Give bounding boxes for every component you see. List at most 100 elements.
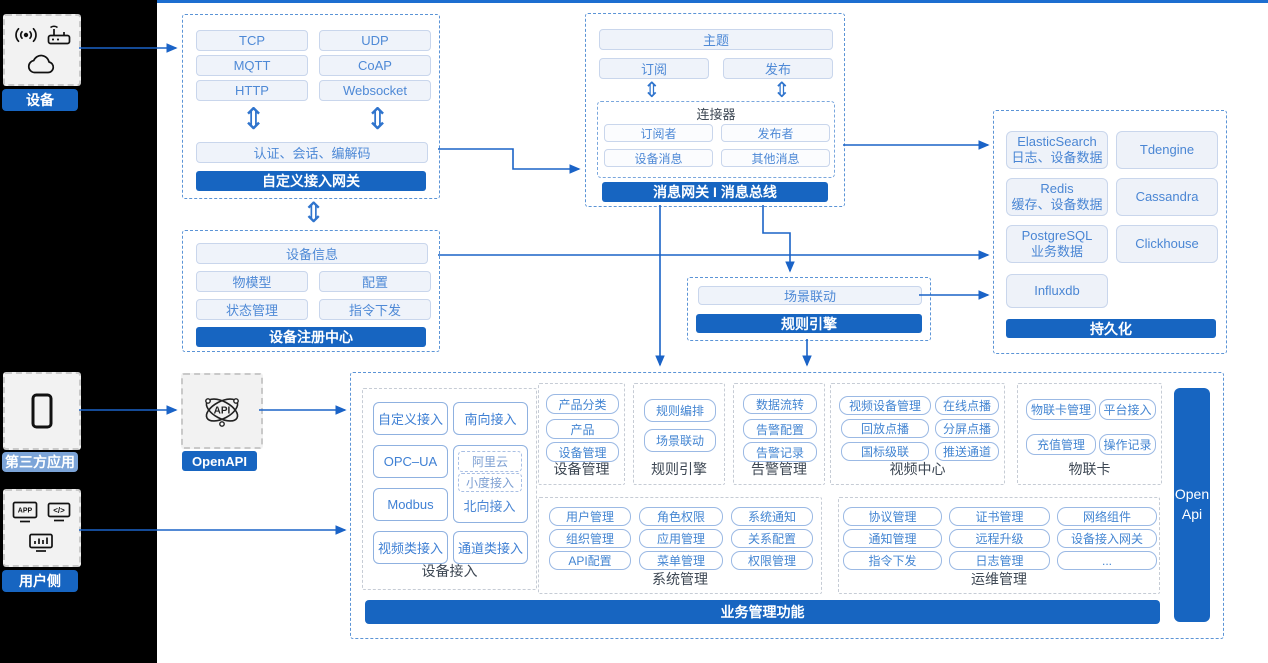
db-name: Redis	[1040, 180, 1074, 196]
db-cell: PostgreSQL 业务数据	[1006, 225, 1108, 263]
top-accent-strip	[157, 0, 1268, 3]
feature-pill: 关系配置	[731, 529, 813, 548]
access-pill: 自定义接入	[373, 402, 448, 435]
feature-pill: 规则编排	[644, 399, 716, 422]
feature-pill: 网络组件	[1057, 507, 1157, 526]
db-cell: Redis 缓存、设备数据	[1006, 178, 1108, 216]
section-label: 规则引擎	[651, 461, 707, 477]
feature-pill: ...	[1057, 551, 1157, 570]
feature-pill: 日志管理	[949, 551, 1050, 570]
feature-pill: 国标级联	[841, 442, 929, 461]
feature-pill: 分屏点播	[935, 419, 999, 438]
open-api-text: Api	[1181, 506, 1203, 522]
registry-pill: 指令下发	[319, 299, 431, 320]
section-device-access: 自定义接入 南向接入 OPC–UA 阿里云 小度接入 北向接入 Modbus 视…	[362, 388, 537, 590]
feature-pill: 产品	[546, 419, 619, 439]
feature-pill: 用户管理	[549, 507, 631, 526]
db-desc: 日志、设备数据	[1011, 150, 1103, 165]
up-down-arrow-icon: ⇕	[241, 103, 267, 136]
section-label: 设备接入	[421, 563, 478, 579]
feature-pill: 应用管理	[639, 529, 723, 548]
access-pill: Modbus	[373, 488, 448, 521]
feature-pill: 数据流转	[743, 394, 817, 414]
svg-text:APP: APP	[18, 508, 33, 515]
feature-pill: 设备管理	[546, 442, 619, 462]
connector-pill: 发布者	[721, 124, 830, 142]
db-name: PostgreSQL	[1021, 227, 1093, 243]
persistence-box: ElasticSearch 日志、设备数据 Tdengine Redis 缓存、…	[993, 110, 1227, 354]
connector-pill: 订阅者	[604, 124, 713, 142]
feature-pill: 告警配置	[743, 419, 817, 439]
router-icon	[47, 25, 71, 45]
db-cell: ElasticSearch 日志、设备数据	[1006, 131, 1108, 169]
feature-pill: 协议管理	[843, 507, 942, 526]
up-down-arrow-icon: ⇕	[773, 79, 791, 102]
feature-pill: 角色权限	[639, 507, 723, 526]
svg-text:</>: </>	[53, 506, 65, 515]
open-api-text: Open	[1174, 486, 1210, 503]
gateway-title-bar: 自定义接入网关	[196, 171, 426, 191]
business-title-bar: 业务管理功能	[365, 600, 1160, 624]
connector-pill: 其他消息	[721, 149, 830, 167]
feature-pill: 推送通道	[935, 442, 999, 461]
code-icon: </>	[47, 502, 71, 522]
section-label: 系统管理	[652, 571, 708, 587]
api-network-icon: API	[205, 398, 239, 427]
gateway-box: TCP UDP MQTT CoAP HTTP Websocket ⇕ ⇕ 认证、…	[182, 14, 440, 199]
svg-text:API: API	[214, 406, 231, 417]
north-dashed-pill: 小度接入	[458, 473, 522, 492]
third-party-label: 第三方应用	[2, 452, 78, 472]
feature-pill: 充值管理	[1026, 434, 1096, 455]
registry-box: 设备信息 物模型 配置 状态管理 指令下发 设备注册中心	[182, 230, 440, 352]
phone-icon	[31, 393, 53, 429]
protocol-pill: UDP	[319, 30, 431, 51]
subscribe-pill: 订阅	[599, 58, 709, 79]
feature-pill: 证书管理	[949, 507, 1050, 526]
connector-box: 连接器 订阅者 发布者 设备消息 其他消息	[597, 101, 835, 178]
section-label: 物联卡	[1068, 461, 1111, 477]
openapi-label: OpenAPI	[182, 451, 257, 471]
protocol-pill: Websocket	[319, 80, 431, 101]
publish-pill: 发布	[723, 58, 833, 79]
connector-title: 连接器	[696, 107, 736, 122]
registry-pill: 配置	[319, 271, 431, 292]
feature-pill: 产品分类	[546, 394, 619, 414]
db-cell: Cassandra	[1116, 178, 1218, 216]
north-access-label: 北向接入	[463, 499, 516, 514]
topic-pill: 主题	[599, 29, 833, 50]
access-pill: 南向接入	[453, 402, 528, 435]
db-cell: Tdengine	[1116, 131, 1218, 169]
protocol-pill: MQTT	[196, 55, 308, 76]
section-label: 视频中心	[889, 461, 946, 477]
db-name: Cassandra	[1135, 188, 1199, 204]
persistence-title-bar: 持久化	[1006, 319, 1216, 338]
feature-pill: 权限管理	[731, 551, 813, 570]
feature-pill: 通知管理	[843, 529, 942, 548]
openapi-icon-box: API	[181, 373, 263, 449]
section-video-center: 视频设备管理 在线点播 回放点播 分屏点播 国标级联 推送通道 视频中心	[830, 383, 1005, 485]
db-name: Tdengine	[1139, 141, 1195, 157]
feature-pill: 系统通知	[731, 507, 813, 526]
scene-linkage-pill: 场景联动	[698, 286, 922, 305]
feature-pill: 在线点播	[935, 396, 999, 415]
access-pill: 视频类接入	[373, 531, 448, 564]
section-system-mgmt: 用户管理 角色权限 系统通知 组织管理 应用管理 关系配置 API配置 菜单管理…	[538, 497, 822, 594]
cloud-icon	[27, 54, 55, 74]
feature-pill: 告警记录	[743, 442, 817, 462]
feature-pill: 回放点播	[841, 419, 929, 438]
db-desc: 缓存、设备数据	[1011, 197, 1103, 212]
registry-pill: 状态管理	[196, 299, 308, 320]
up-down-arrow-icon: ⇕	[302, 197, 326, 228]
section-label: 告警管理	[751, 461, 807, 477]
feature-pill: 菜单管理	[639, 551, 723, 570]
connector-pill: 设备消息	[604, 149, 713, 167]
message-title-bar: 消息网关 I 消息总线	[602, 182, 828, 202]
feature-pill: 视频设备管理	[839, 396, 931, 415]
bar-chart-icon	[29, 533, 53, 552]
protocol-pill: HTTP	[196, 80, 308, 101]
feature-pill: API配置	[549, 551, 631, 570]
auth-session-codec-pill: 认证、会话、编解码	[196, 142, 428, 163]
message-box: 主题 订阅 发布 ⇕ ⇕ 连接器 订阅者 发布者 设备消息 其他消息 消息网关 …	[585, 13, 845, 207]
user-side-icon-group: APP </>	[3, 489, 81, 567]
